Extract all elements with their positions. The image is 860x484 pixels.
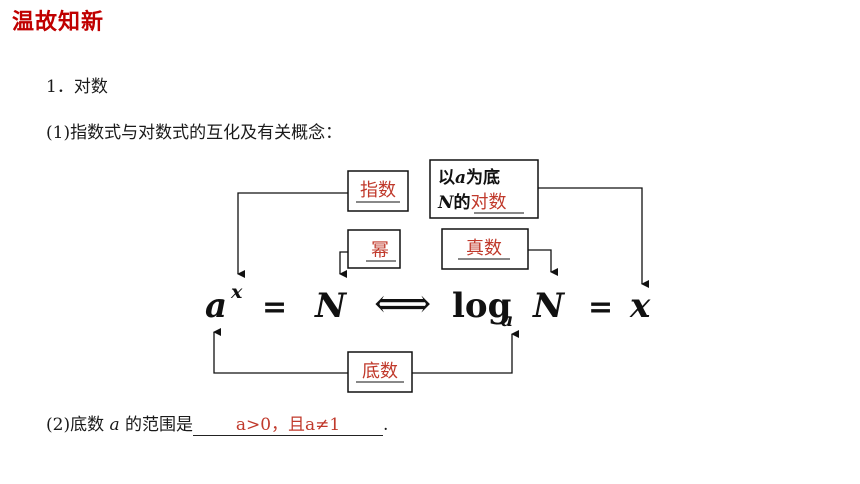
base-range-answer: a>0，且a≠1	[193, 410, 384, 436]
eq-N2: N	[532, 286, 566, 326]
eq-equals-2: =	[588, 290, 613, 325]
power-box	[347, 229, 401, 269]
eq-N: N	[314, 286, 348, 326]
eq-x-superscript: x	[230, 281, 243, 303]
part-1-label: (1)指数式与对数式的互化及有关概念：	[46, 123, 343, 143]
base-answer: 底数	[362, 361, 398, 382]
part-2-var: a	[109, 415, 120, 435]
exponent-box	[347, 170, 409, 212]
base-box-line1: 以a为底	[438, 167, 500, 188]
eq-log: log	[452, 286, 511, 326]
eq-a: a	[205, 286, 227, 326]
eq-iff: ⟺	[374, 281, 431, 327]
base-log-box	[429, 159, 539, 219]
eq-x: x	[629, 286, 651, 326]
connector-lines	[213, 187, 649, 374]
part-2-suffix: 的范围是	[119, 415, 194, 435]
equation: a x = N ⟺ log a N = x	[205, 281, 651, 331]
eq-equals-1: =	[262, 290, 287, 325]
page-title: 温故知新	[12, 10, 105, 35]
base-box	[347, 351, 413, 393]
antilog-box	[441, 228, 529, 270]
base-box-line2: N的对数	[437, 192, 507, 213]
exponent-answer: 指数	[360, 180, 396, 201]
section-heading: 1．对数	[46, 77, 108, 97]
antilog-answer: 真数	[466, 238, 502, 259]
eq-log-subscript: a	[501, 309, 513, 331]
part-2-prefix: (2)底数	[46, 415, 110, 435]
part-2-end: .	[383, 415, 389, 435]
logarithm-answer: 对数	[471, 192, 507, 213]
power-answer: 幂	[371, 240, 389, 261]
